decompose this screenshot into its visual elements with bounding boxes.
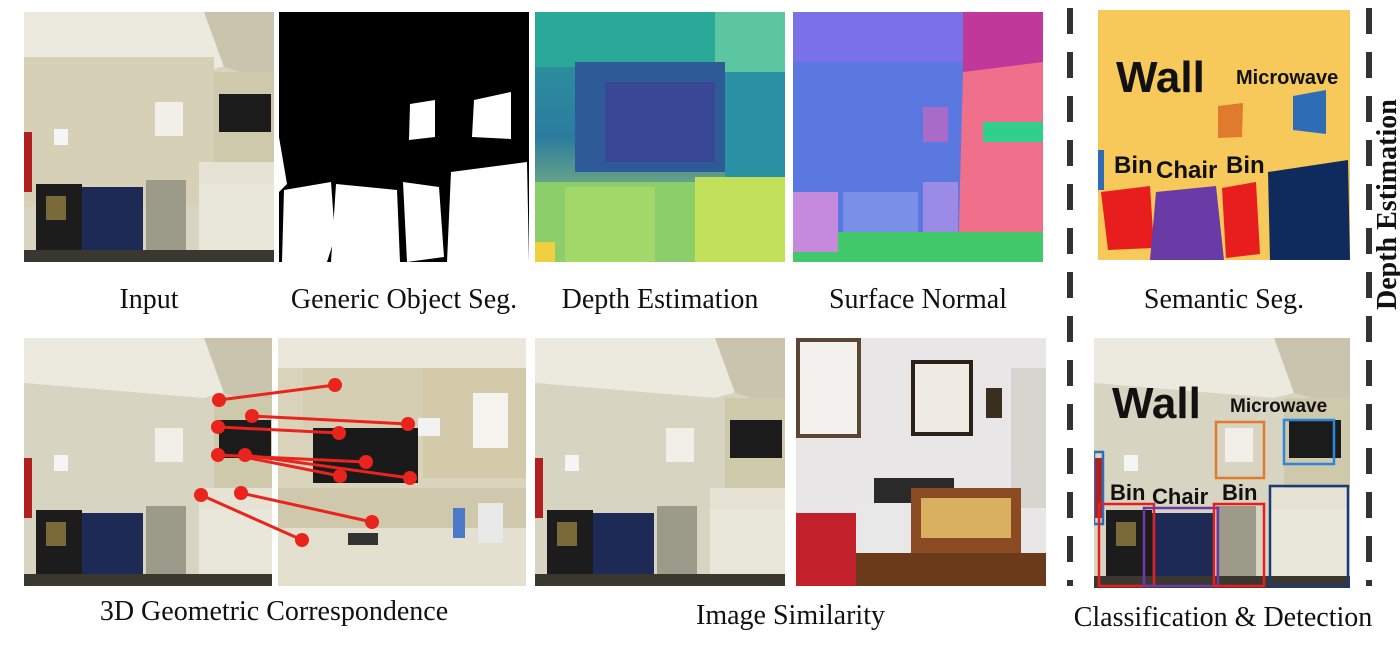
depth-estimation-image (535, 12, 785, 262)
correspondence-point (332, 426, 346, 440)
detection-box-bin-left (1097, 502, 1156, 588)
similarity-image-a (535, 338, 785, 586)
detection-image: Wall Microwave Bin Chair Bin (1094, 338, 1350, 588)
caption-classification: Classification & Detection (1073, 602, 1373, 633)
detection-label-bin-left: Bin (1110, 480, 1145, 505)
semantic-seg-image: Wall Microwave Bin Chair Bin (1098, 10, 1350, 260)
correspondence-point (212, 393, 226, 407)
dashed-divider-right (1366, 8, 1372, 586)
caption-semantic: Semantic Seg. (1143, 284, 1305, 315)
detection-box-microwave (1282, 418, 1336, 466)
generic-object-seg-image (279, 12, 529, 262)
correspondence-line (251, 414, 409, 426)
detection-box-chair (1142, 506, 1220, 588)
surface-normal-image (793, 12, 1043, 262)
correspondence-left-image (24, 338, 272, 586)
caption-normal: Surface Normal (828, 284, 1008, 315)
detection-box-cabinet (1268, 484, 1350, 588)
correspondence-line (244, 453, 411, 480)
semantic-label-bin-left: Bin (1114, 152, 1153, 179)
correspondence-point (194, 488, 208, 502)
correspondence-point (333, 469, 347, 483)
caption-input: Input (119, 284, 179, 315)
correspondence-point (359, 455, 373, 469)
correspondence-right-image (278, 338, 526, 586)
correspondence-line (240, 491, 373, 524)
detection-label-microwave: Microwave (1230, 396, 1327, 417)
correspondence-line (218, 383, 336, 402)
detection-box-thermostat (1214, 420, 1266, 480)
side-caption-depth: Depth Estimation (1372, 99, 1400, 310)
correspondence-point (295, 533, 309, 547)
correspondence-point (211, 448, 225, 462)
input-image (24, 12, 274, 262)
detection-label-bin-right: Bin (1222, 480, 1257, 505)
correspondence-line (200, 493, 303, 542)
caption-depth: Depth Estimation (561, 284, 759, 315)
semantic-label-chair: Chair (1156, 157, 1217, 184)
correspondence-point (245, 409, 259, 423)
caption-generic-seg: Generic Object Seg. (290, 284, 518, 315)
correspondence-point (211, 420, 225, 434)
correspondence-point (365, 515, 379, 529)
caption-correspondence: 3D Geometric Correspondence (99, 596, 449, 627)
detection-label-wall: Wall (1112, 379, 1201, 428)
side-caption-container: Depth Estimation (1368, 10, 1400, 310)
detection-box-bin-right (1212, 502, 1266, 588)
semantic-label-microwave: Microwave (1236, 67, 1338, 89)
similarity-image-b (796, 338, 1046, 586)
detection-label-chair: Chair (1152, 484, 1209, 509)
correspondence-line (217, 425, 340, 435)
correspondence-line (243, 455, 341, 478)
semantic-label-bin-right: Bin (1226, 152, 1265, 179)
caption-similarity: Image Similarity (696, 600, 885, 631)
correspondence-point (238, 448, 252, 462)
semantic-label-wall: Wall (1116, 53, 1205, 102)
correspondence-point (403, 471, 417, 485)
dashed-divider-left (1067, 8, 1073, 586)
correspondence-point (328, 378, 342, 392)
correspondence-point (401, 417, 415, 431)
correspondence-point (234, 486, 248, 500)
